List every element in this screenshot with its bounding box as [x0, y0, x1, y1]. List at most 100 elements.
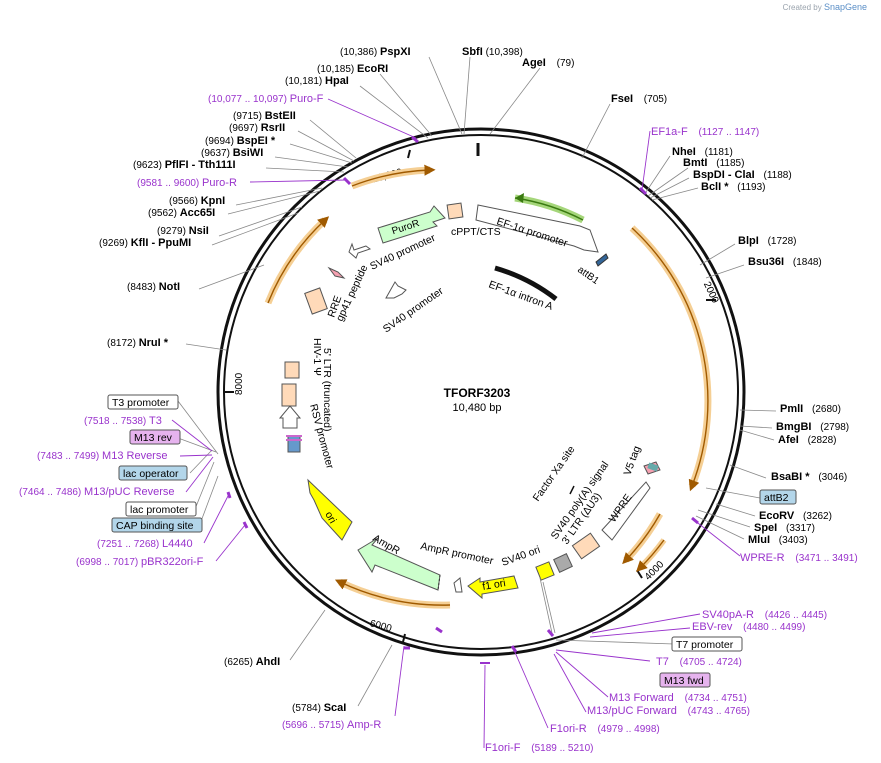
enzyme-bmgbi[interactable]: BmgBI (2798)	[776, 421, 849, 433]
feature-v5-label: V5 tag	[622, 444, 644, 477]
feature-f1ori-label: f1 ori	[481, 577, 506, 593]
feature-5ltr-label: 5' LTR (truncated)	[321, 348, 333, 432]
feature-ampr-promoter[interactable]	[453, 577, 463, 593]
enzyme-bsteii[interactable]: (9715) BstEII	[233, 110, 296, 122]
primer-amp-r[interactable]: (5696 .. 5715) Amp-R	[282, 719, 381, 731]
enzyme-bsu36i[interactable]: Bsu36I (1848)	[748, 256, 822, 268]
tick-4000	[636, 569, 643, 579]
enzyme-afei[interactable]: AfeI (2828)	[778, 434, 836, 446]
enzyme-bcli[interactable]: BclI * (1193)	[701, 181, 765, 193]
enzyme-hpai[interactable]: (10,181) HpaI	[285, 75, 349, 87]
feature-sv40-promoter-top[interactable]	[348, 242, 372, 259]
enzyme-bsiwi[interactable]: (9637) BsiWI	[201, 147, 263, 159]
enzyme-rsrii[interactable]: (9697) RsrII	[229, 122, 285, 134]
primer-ebv-rev[interactable]: EBV-rev (4480 .. 4499)	[692, 621, 805, 633]
primer-f1ori-f[interactable]: F1ori-F (5189 .. 5210)	[485, 742, 594, 754]
primer-ef1a-f[interactable]: EF1a-F (1127 .. 1147)	[651, 126, 759, 138]
feature-puror[interactable]	[377, 205, 446, 244]
feature-cppt[interactable]	[446, 202, 464, 220]
enzyme-acc65i[interactable]: (9562) Acc65I	[148, 207, 215, 219]
snapgene-logo: SnapGene	[823, 2, 867, 12]
feature-sv40-promoter-inner[interactable]	[385, 281, 407, 299]
box-lac-operator[interactable]: lac operator	[123, 468, 179, 480]
enzyme-nrui[interactable]: (8172) NruI *	[107, 337, 169, 349]
primer-labels: (10,077 .. 10,097) Puro-F (9581 .. 9600)…	[19, 93, 858, 754]
feature-factorxa	[569, 485, 575, 495]
feature-ampr[interactable]	[357, 537, 441, 591]
enzyme-sbfi[interactable]: SbfI (10,398)	[462, 46, 523, 58]
primer-lines	[171, 98, 741, 749]
enzyme-ecori[interactable]: (10,185) EcoRI	[317, 63, 388, 75]
enzyme-bsabi[interactable]: BsaBI * (3046)	[771, 471, 847, 483]
box-t3-promoter[interactable]: T3 promoter	[112, 397, 170, 409]
box-m13-rev[interactable]: M13 rev	[134, 432, 173, 444]
leader-lines	[177, 56, 777, 707]
feature-attb1-label: attB1	[575, 264, 601, 287]
enzyme-mlui[interactable]: MluI (3403)	[748, 534, 808, 546]
enzyme-ecorv[interactable]: EcoRV (3262)	[759, 510, 832, 522]
primer-f1ori-r[interactable]: F1ori-R (4979 .. 4998)	[550, 723, 660, 735]
feature-gp41-label: gp41 peptide	[334, 263, 371, 323]
enzyme-agei[interactable]: AgeI (79)	[522, 57, 574, 69]
tick-6000	[402, 633, 406, 643]
enzyme-pmli[interactable]: PmlI (2680)	[780, 403, 841, 415]
primer-wpre-r[interactable]: WPRE-R (3471 .. 3491)	[740, 552, 858, 564]
feature-gp41[interactable]	[327, 266, 346, 279]
enzymes-bottom: (6265) AhdI (5784) ScaI	[224, 656, 346, 714]
enzyme-nsii[interactable]: (9279) NsiI	[157, 225, 209, 237]
feature-rsv[interactable]	[278, 405, 302, 429]
box-m13-fwd[interactable]: M13 fwd	[664, 675, 704, 687]
enzyme-bspdi[interactable]: BspDI - ClaI (1188)	[693, 169, 792, 181]
enzyme-kfli[interactable]: (9269) KflI - PpuMI	[99, 237, 191, 249]
box-cap-binding-site[interactable]: CAP binding site	[116, 520, 194, 532]
enzyme-pspxi[interactable]: (10,386) PspXI	[340, 46, 411, 58]
primer-m13-forward[interactable]: M13 Forward (4734 .. 4751)	[609, 692, 747, 704]
enzyme-scai[interactable]: (5784) ScaI	[292, 702, 346, 714]
feature-sv40-polya[interactable]	[553, 553, 573, 573]
feature-rre[interactable]	[304, 287, 328, 315]
primer-m13-puc-forward[interactable]: M13/pUC Forward (4743 .. 4765)	[587, 705, 750, 717]
enzyme-fsei[interactable]: FseI (705)	[611, 93, 667, 105]
enzyme-bmti[interactable]: BmtI (1185)	[683, 157, 744, 169]
enzyme-kpni[interactable]: (9566) KpnI	[169, 195, 225, 207]
enzyme-pflfi[interactable]: (9623) PflFI - Tth111I	[133, 159, 236, 171]
box-t7-promoter[interactable]: T7 promoter	[676, 639, 734, 651]
plasmid-size: 10,480 bp	[453, 402, 502, 414]
primer-m13-reverse[interactable]: (7483 .. 7499) M13 Reverse	[37, 450, 167, 462]
tick-label-2000: 2000	[701, 280, 721, 305]
primer-puro-f[interactable]: (10,077 .. 10,097) Puro-F	[208, 93, 324, 105]
primer-t7[interactable]: T7 (4705 .. 4724)	[656, 656, 742, 668]
primer-sv40pa-r[interactable]: SV40pA-R (4426 .. 4445)	[702, 609, 827, 621]
feature-sv40-ori-label: SV40 ori	[500, 544, 542, 569]
feature-cppt-label: cPPT/CTS	[451, 226, 501, 238]
primer-t3[interactable]: (7518 .. 7538) T3	[84, 415, 162, 427]
backbone-inner	[223, 134, 739, 650]
feature-hiv-psi-label: HIV-1 Ψ	[311, 338, 323, 376]
box-lac-promoter[interactable]: lac promoter	[130, 504, 189, 516]
enzyme-bspei[interactable]: (9694) BspEI *	[205, 135, 276, 147]
feature-hiv-psi[interactable]	[284, 361, 300, 379]
feature-3ltr[interactable]	[571, 532, 601, 560]
feature-ef1a-intron[interactable]	[494, 265, 558, 301]
feature-sv40-ori[interactable]	[535, 561, 555, 581]
feature-f1ori[interactable]	[467, 575, 519, 600]
tick-10000	[407, 149, 411, 159]
enzymes-top-left: (10,386) PspXI (10,185) EcoRI (10,181) H…	[99, 46, 411, 349]
primer-l4440[interactable]: (7251 .. 7268) L4440	[97, 538, 193, 550]
enzyme-ahdi[interactable]: (6265) AhdI	[224, 656, 280, 668]
feature-attb1[interactable]	[595, 253, 609, 267]
enzyme-nhei[interactable]: NheI (1181)	[672, 146, 733, 158]
primer-pbr322ori-f[interactable]: (6998 .. 7017) pBR322ori-F	[76, 556, 204, 568]
primer-puro-r[interactable]: (9581 .. 9600) Puro-R	[137, 177, 237, 189]
enzyme-blpi[interactable]: BlpI (1728)	[738, 235, 796, 247]
enzyme-noti[interactable]: (8483) NotI	[127, 281, 180, 293]
feature-sv40-promoter-top-label: SV40 promoter	[368, 232, 438, 273]
feature-ef1a-promoter[interactable]	[475, 204, 599, 253]
primer-m13-puc-reverse[interactable]: (7464 .. 7486) M13/pUC Reverse	[19, 486, 175, 498]
feature-wpre[interactable]	[601, 481, 651, 541]
enzyme-spei[interactable]: SpeI (3317)	[754, 522, 815, 534]
feature-5ltr[interactable]	[281, 383, 297, 407]
feature-ori[interactable]	[307, 478, 353, 541]
box-attb2[interactable]: attB2	[764, 492, 789, 504]
